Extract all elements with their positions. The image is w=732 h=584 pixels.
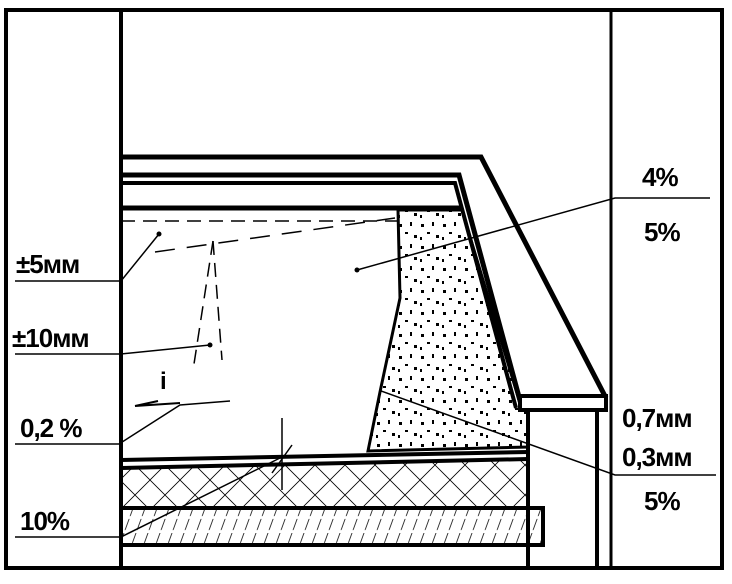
dimension-slash	[271, 444, 293, 474]
leader-0-7mm	[380, 390, 716, 476]
label-0-7mm: 0,7мм	[622, 403, 693, 433]
slope-arrow	[134, 400, 181, 407]
waterproof-layer	[121, 172, 525, 409]
leader-5mm	[15, 233, 160, 282]
label-slope-0-2: 0,2 %	[20, 413, 82, 443]
cornice	[518, 394, 608, 412]
label-i-symbol: i	[160, 368, 167, 395]
leader-dot-10mm	[207, 342, 213, 348]
leader-0-2	[15, 400, 231, 445]
plumb-dashed-b	[212, 240, 223, 361]
label-tol-5mm: ±5мм	[16, 249, 80, 279]
label-0-3mm: 0,3мм	[622, 442, 693, 472]
leader-dot-5mm	[156, 231, 162, 237]
screed-top	[120, 450, 529, 462]
waterproof-layer-2	[121, 181, 518, 409]
label-5pct-bottom: 5%	[644, 486, 681, 516]
label-4pct: 4%	[642, 162, 679, 192]
insulation-hatch	[121, 458, 528, 507]
leader-dot-4pct	[354, 267, 360, 273]
screed-bottom	[120, 457, 529, 470]
label-5pct-top: 5%	[644, 217, 681, 247]
outer-slab-edge	[121, 154, 609, 400]
label-10pct: 10%	[20, 506, 70, 536]
outer-frame	[4, 8, 724, 570]
leader-4pct	[356, 197, 710, 271]
slab-hatch	[119, 506, 545, 547]
leader-10mm	[15, 344, 211, 355]
leader-10pct	[15, 456, 283, 538]
label-tol-10mm: ±10мм	[12, 323, 90, 353]
tolerance-dashed	[154, 217, 396, 253]
